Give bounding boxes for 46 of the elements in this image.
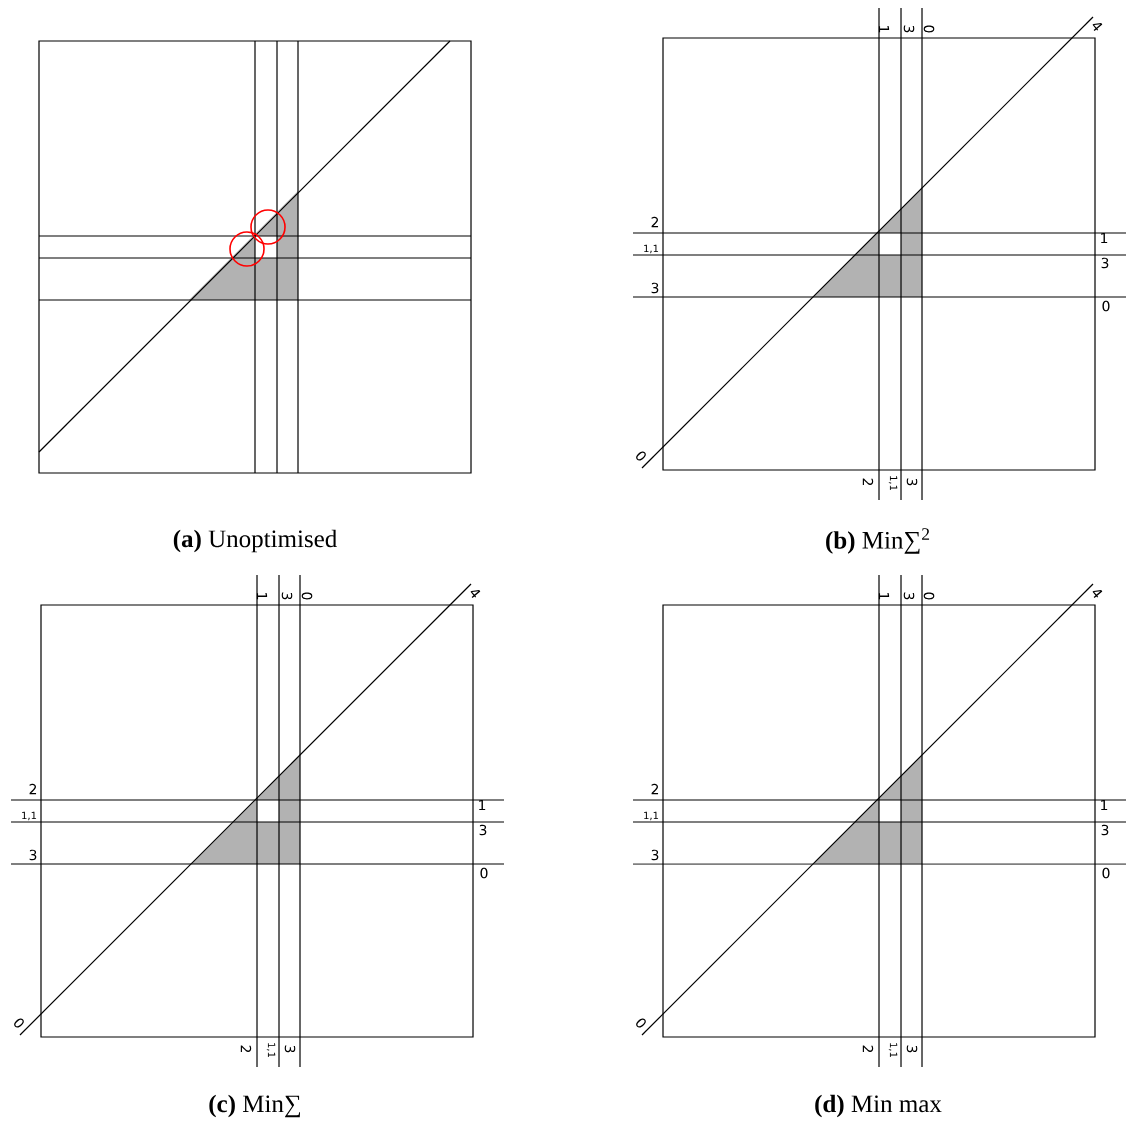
line-label: 1 xyxy=(878,26,890,33)
line-label: 2 xyxy=(651,216,659,228)
line-label: 1 xyxy=(1101,799,1108,811)
line-label: 1,1 xyxy=(266,1043,276,1058)
line-label: 4 xyxy=(470,590,481,598)
line-label: 0 xyxy=(301,592,313,600)
line-label: 1,1 xyxy=(644,244,659,254)
line-label: 3 xyxy=(284,1045,296,1053)
line-label: 1 xyxy=(1101,232,1108,244)
line-label: 1,1 xyxy=(22,811,37,821)
line-label: 3 xyxy=(903,592,915,600)
line-label: 2 xyxy=(29,783,37,795)
line-label: 1,1 xyxy=(644,811,659,821)
line-label: 4 xyxy=(1092,23,1103,31)
line-label: 2 xyxy=(240,1045,252,1053)
line-label: 4 xyxy=(1092,590,1103,598)
line-label: 3 xyxy=(906,478,918,486)
line-label: 1 xyxy=(878,593,890,600)
subfigure-caption: (c) Min∑ xyxy=(209,1094,300,1118)
line-label: 0 xyxy=(923,592,935,600)
line-label: 3 xyxy=(1101,257,1109,269)
line-label: 0 xyxy=(480,867,488,879)
line-label: 0 xyxy=(636,451,646,461)
line-label: 0 xyxy=(14,1018,24,1028)
line-label: 3 xyxy=(651,282,659,294)
line-label: 3 xyxy=(281,592,293,600)
line-label: 1 xyxy=(479,799,486,811)
line-label: 2 xyxy=(651,783,659,795)
line-label: 1,1 xyxy=(888,476,898,491)
line-label: 0 xyxy=(923,25,935,33)
line-label: 1 xyxy=(256,593,268,600)
line-label: 3 xyxy=(906,1045,918,1053)
line-label: 3 xyxy=(29,849,37,861)
subfigure-caption: (b) Min∑$^{2}$ xyxy=(826,528,930,554)
line-label: 0 xyxy=(1102,300,1110,312)
subfigure-caption: (d) Min max xyxy=(815,1094,942,1118)
line-label: 3 xyxy=(651,849,659,861)
subfigure-caption: (a) Unoptimised xyxy=(173,529,337,553)
line-label: 1,1 xyxy=(888,1043,898,1058)
line-label: 0 xyxy=(636,1018,646,1028)
line-label: 0 xyxy=(1102,867,1110,879)
line-label: 3 xyxy=(903,25,915,33)
line-label: 3 xyxy=(479,824,487,836)
line-label: 3 xyxy=(1101,824,1109,836)
line-label: 2 xyxy=(862,478,874,486)
line-label: 2 xyxy=(862,1045,874,1053)
